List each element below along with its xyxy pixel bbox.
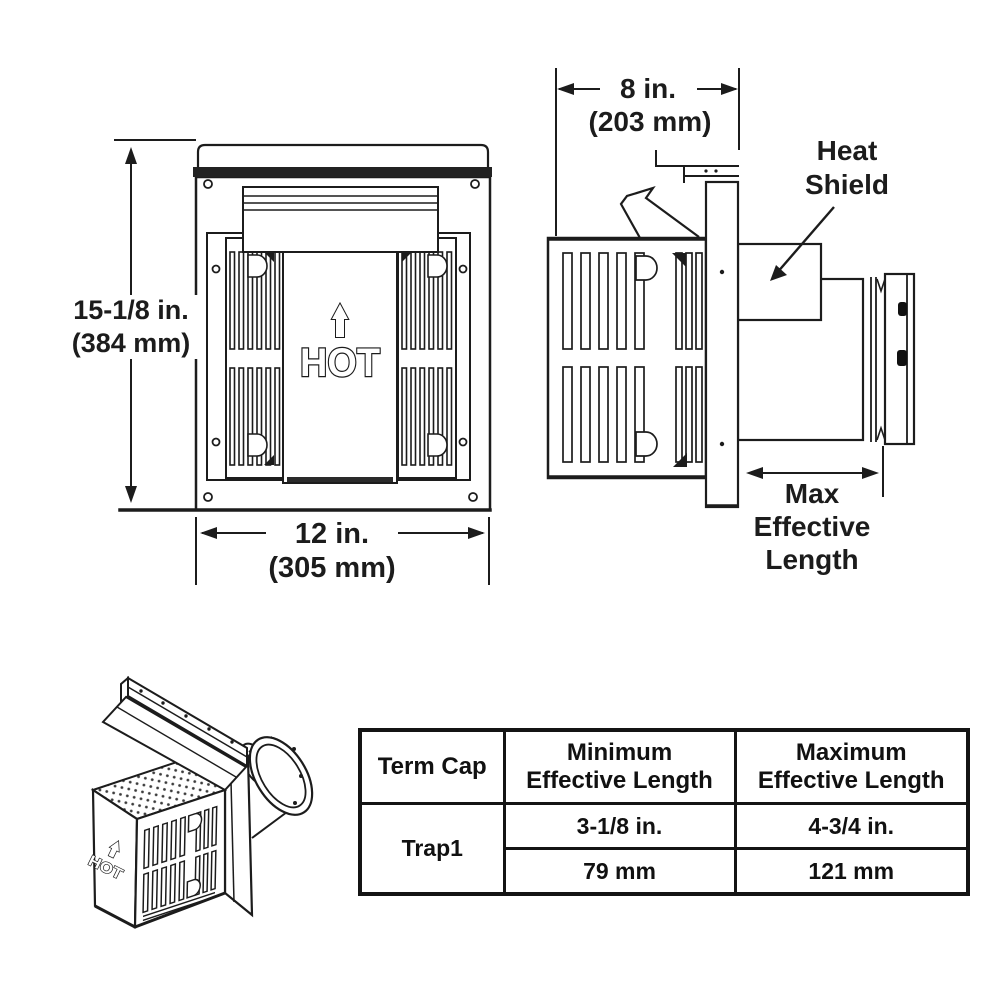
- front-top-cap: [196, 143, 490, 172]
- side-hook-clip: [619, 186, 700, 239]
- max-len-label-line1: Max: [785, 478, 840, 509]
- side-wall-plate: [704, 180, 740, 509]
- front-top-band: [193, 167, 492, 177]
- side-top-bracket: [655, 150, 739, 183]
- spec-max-mm: 121 mm: [733, 847, 970, 896]
- pipe-tab: [897, 350, 907, 366]
- depth-dimension: 8 in. (203 mm): [555, 68, 740, 236]
- latch-cutout: [635, 431, 658, 457]
- heat-shield-callout: Heat Shield: [770, 135, 889, 281]
- arrow-left-icon: [746, 467, 763, 479]
- depth-dim-inches: 8 in.: [620, 73, 676, 104]
- height-dim-inches: 15-1/8 in.: [73, 295, 189, 325]
- spec-col-term-cap: Term Cap: [358, 728, 506, 805]
- front-center-panel: [282, 235, 398, 484]
- height-dim-mm: (384 mm): [72, 328, 191, 358]
- heat-shield-label-line2: Shield: [805, 169, 889, 200]
- spec-min-mm: 79 mm: [502, 847, 737, 896]
- perspective-view: HOT: [85, 675, 314, 929]
- arrow-left-icon: [557, 83, 574, 95]
- pipe-tab: [898, 302, 907, 316]
- spec-table: Term Cap Minimum Effective Length Maximu…: [358, 728, 970, 896]
- side-view: [546, 150, 916, 509]
- spec-term-cap-name: Trap1: [358, 802, 506, 896]
- spec-max-inches: 4-3/4 in.: [733, 802, 970, 850]
- front-hot-label: HOT: [300, 341, 380, 385]
- front-view: HOT: [118, 143, 492, 512]
- up-arrow-icon: [107, 840, 120, 859]
- latch-cutout: [247, 254, 268, 278]
- width-dimension: 12 in. (305 mm): [195, 516, 490, 585]
- arrow-up-icon: [125, 147, 137, 164]
- spec-min-inches: 3-1/8 in.: [502, 802, 737, 850]
- latch-cutout: [247, 433, 268, 457]
- box-bottom-edge: [94, 891, 226, 929]
- arrow-left-icon: [200, 527, 217, 539]
- side-pipe-band: [862, 277, 886, 442]
- arrow-right-icon: [862, 467, 879, 479]
- spec-table-header-row: Term Cap Minimum Effective Length Maximu…: [358, 728, 970, 805]
- arrow-right-icon: [468, 527, 485, 539]
- front-face-louvers: [142, 805, 218, 922]
- screws: [203, 179, 480, 502]
- latch-cutout: [427, 433, 448, 457]
- depth-dim-mm: (203 mm): [589, 106, 712, 137]
- up-arrow-icon: [330, 301, 350, 338]
- heat-shield-label-line1: Heat: [817, 135, 878, 166]
- max-len-label-line2: Effective: [754, 511, 871, 542]
- width-dim-inches: 12 in.: [295, 518, 369, 550]
- width-dim-mm: (305 mm): [268, 552, 395, 584]
- spec-table-row-inches: Trap1 3-1/8 in. 4-3/4 in.: [358, 802, 970, 896]
- arrow-right-icon: [721, 83, 738, 95]
- side-heat-shield: [736, 242, 823, 322]
- front-hood: [242, 186, 439, 253]
- latch-cutout: [427, 254, 448, 278]
- front-center-panel-base: [287, 477, 393, 482]
- max-len-label-line3: Length: [765, 544, 858, 575]
- max-effective-length-dimension: Max Effective Length: [746, 446, 884, 575]
- height-dimension: 15-1/8 in. (384 mm): [58, 139, 204, 503]
- collar-flange: [248, 736, 314, 816]
- latch-cutout: [635, 255, 658, 281]
- spec-col-max-effective-length: Maximum Effective Length: [733, 728, 970, 805]
- side-pipe-endcap: [883, 272, 916, 446]
- spec-table-row-mm: 79 mm 121 mm: [360, 847, 970, 896]
- side-louver-box: [546, 236, 708, 480]
- arrow-down-icon: [125, 486, 137, 503]
- flange-plate: [223, 754, 254, 918]
- callout-arrowhead-icon: [770, 265, 787, 281]
- spec-col-min-effective-length: Minimum Effective Length: [502, 728, 737, 805]
